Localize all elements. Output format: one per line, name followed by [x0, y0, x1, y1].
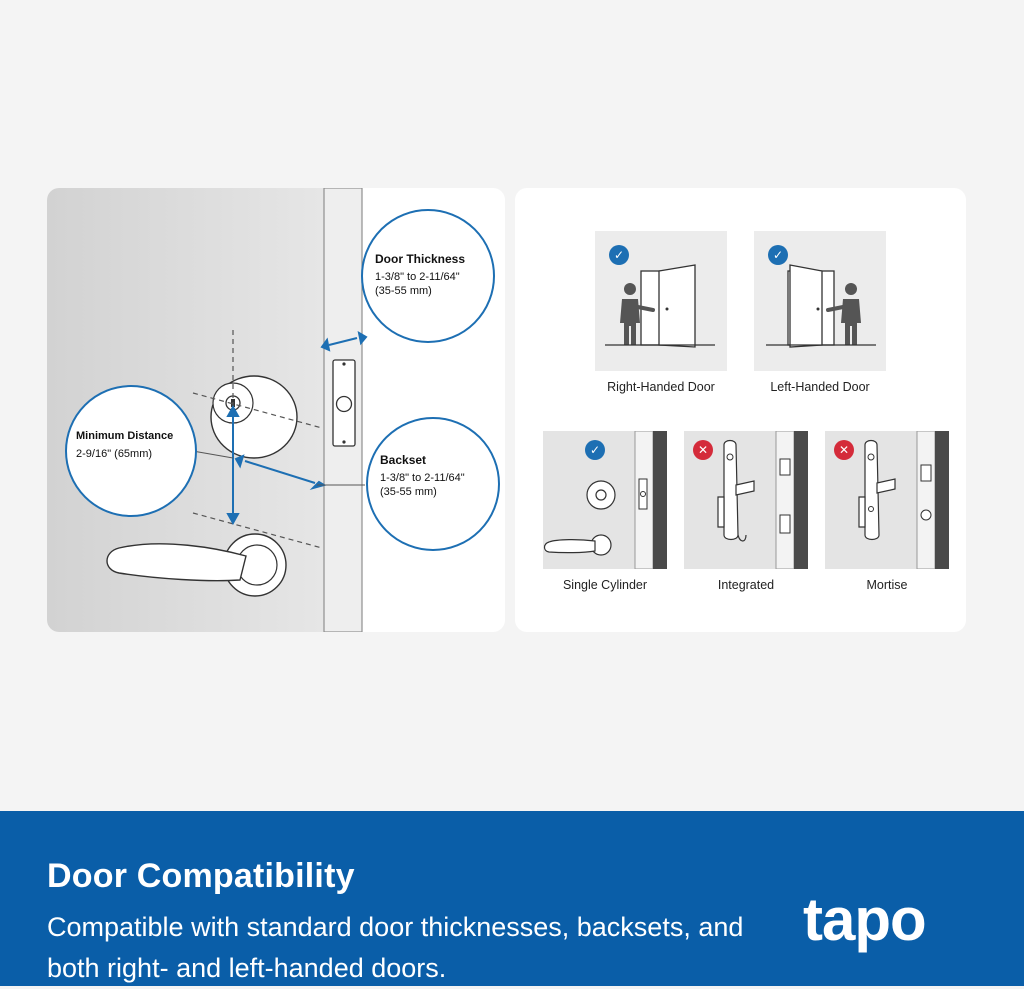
x-icon: ✕	[834, 440, 854, 460]
x-icon: ✕	[693, 440, 713, 460]
mortise-label: Mortise	[866, 578, 908, 592]
backset-title: Backset	[380, 453, 427, 467]
mortise-image: ✕	[825, 430, 949, 570]
backset-range: 1-3/8" to 2-11/64"	[380, 472, 465, 484]
footer-title: Door Compatibility	[47, 857, 355, 895]
door-types-panel: ✓ Right-Handed Door ✓	[515, 188, 966, 632]
door-illustration	[47, 188, 500, 632]
check-icon: ✓	[609, 245, 629, 265]
door-thickness-range: 1-3/8" to 2-11/64"	[375, 271, 460, 283]
backset-callout	[366, 417, 500, 551]
door-thickness-metric: (35-55 mm)	[375, 284, 432, 297]
door-dimensions-diagram: Door Thickness 1-3/8" to 2-11/64" (35-55…	[47, 188, 505, 632]
door-thickness-text: Door Thickness 1-3/8" to 2-11/64" (35-55…	[375, 252, 505, 299]
door-thickness-title: Door Thickness	[375, 252, 466, 266]
check-icon: ✓	[768, 245, 788, 265]
tapo-logo: tapo	[803, 886, 927, 953]
minimum-distance-text: Minimum Distance 2-9/16" (65mm)	[76, 430, 191, 462]
footer-description: Compatible with standard door thicknesse…	[47, 912, 744, 983]
right-handed-door-image: ✓	[595, 231, 727, 371]
left-handed-door-label: Left-Handed Door	[770, 380, 870, 394]
mortise-card: ✕ Mortise	[825, 430, 949, 592]
single-cylinder-label: Single Cylinder	[562, 578, 648, 592]
check-icon: ✓	[585, 440, 605, 460]
single-cylinder-card: ✓ Single Cylinder	[543, 430, 667, 592]
integrated-label: Integrated	[717, 578, 775, 592]
door-thickness-callout	[361, 209, 495, 343]
right-handed-door-label: Right-Handed Door	[607, 380, 715, 394]
single-cylinder-image: ✓	[543, 430, 667, 570]
left-handed-door-card: ✓ Left-Handed Door	[754, 231, 886, 394]
left-handed-door-image: ✓	[754, 231, 886, 371]
minimum-distance-title: Minimum Distance	[76, 430, 174, 442]
integrated-card: ✕ Integrated	[684, 430, 808, 592]
right-handed-door-card: ✓ Right-Handed Door	[595, 231, 727, 394]
lever-handle	[106, 543, 247, 582]
backset-text: Backset 1-3/8" to 2-11/64" (35-55 mm)	[380, 453, 505, 500]
integrated-image: ✕	[684, 430, 808, 570]
minimum-distance-callout	[65, 385, 197, 517]
backset-metric: (35-55 mm)	[380, 485, 437, 498]
footer-banner: Door Compatibility Compatible with stand…	[0, 811, 1024, 986]
minimum-distance-value: 2-9/16" (65mm)	[76, 447, 153, 460]
